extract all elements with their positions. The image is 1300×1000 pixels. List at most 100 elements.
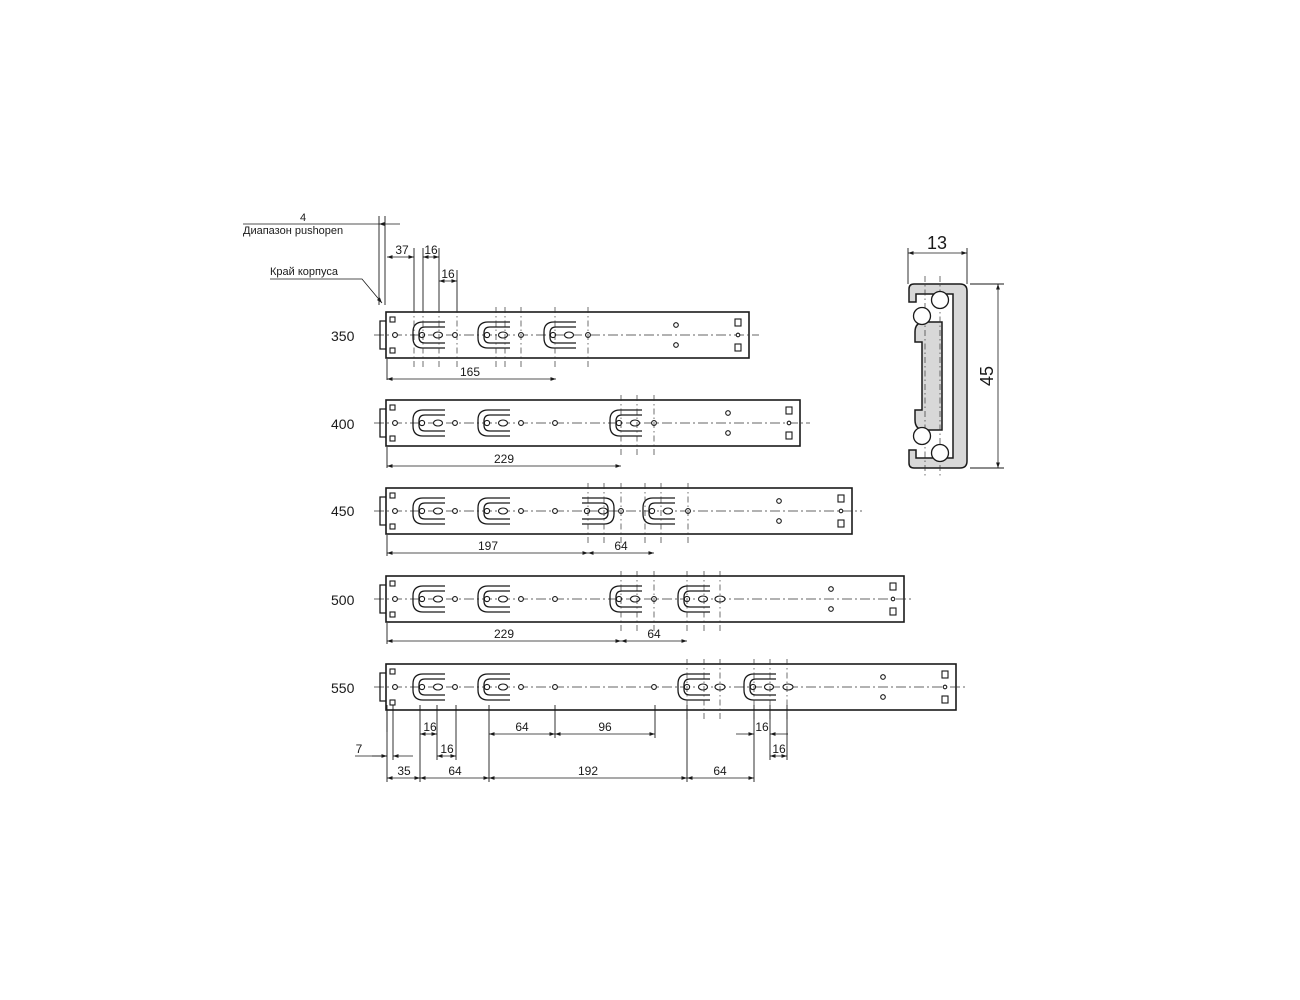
dim-b7: 7	[356, 742, 363, 756]
rail-front-tab	[379, 584, 386, 614]
rear-hole	[828, 586, 834, 592]
rear-square-hole	[941, 670, 949, 679]
bracket-slot	[763, 683, 775, 691]
bracket-slot	[697, 595, 709, 603]
front-hole	[392, 596, 398, 602]
rail-front-tab	[379, 320, 386, 350]
bracket-hole	[583, 507, 591, 515]
bottom-dimensions: 16 64 96 16 16 7 16 35 64 192 64	[355, 705, 788, 782]
profile-inner-rail	[914, 321, 943, 431]
front-square-hole	[389, 404, 396, 411]
bracket-hole	[549, 331, 557, 339]
screw-hole	[552, 508, 558, 514]
screw-hole	[452, 684, 458, 690]
profile-height: 45	[977, 366, 997, 386]
bracket-slot	[497, 331, 509, 339]
front-square-hole	[389, 668, 396, 675]
bracket-hole	[648, 507, 656, 515]
bracket-slot	[629, 419, 641, 427]
rear-hole	[673, 342, 679, 348]
bracket-slot	[662, 507, 674, 515]
cabinet-edge-note: Край корпуса	[270, 266, 383, 304]
rail-length-500: 500	[331, 592, 355, 608]
rear-square-hole	[837, 519, 845, 528]
rear-pin	[786, 420, 792, 426]
bracket-slot	[563, 331, 575, 339]
rail-front-tab	[379, 672, 386, 702]
screw-hole	[518, 596, 524, 602]
bracket-slot	[497, 419, 509, 427]
dim-37: 37	[395, 243, 409, 257]
bracket-hole	[483, 683, 491, 691]
rail-5	[374, 659, 966, 732]
profile-outer-rail	[908, 283, 968, 469]
profile-ball-bottom-left	[912, 426, 932, 446]
cabinet-edge-leader	[270, 278, 383, 304]
screw-hole	[518, 684, 524, 690]
front-hole	[392, 420, 398, 426]
rear-square-hole	[889, 607, 897, 616]
bracket-hole	[483, 595, 491, 603]
dim-b64b: 64	[448, 764, 462, 778]
screw-hole	[452, 596, 458, 602]
rear-hole	[725, 430, 731, 436]
screw-hole	[552, 684, 558, 690]
profile-ball-bottom-right	[930, 443, 950, 463]
dim-64b: 64	[647, 627, 661, 641]
screw-hole	[651, 684, 657, 690]
bracket-slot	[432, 683, 444, 691]
rail-dimensions: 165 229 197 64 229 64	[387, 365, 687, 643]
bracket-hole	[483, 419, 491, 427]
pushopen-value: 4	[300, 212, 306, 224]
rear-hole	[828, 606, 834, 612]
screw-hole	[552, 596, 558, 602]
rail-length-400: 400	[331, 416, 355, 432]
rails	[374, 307, 966, 732]
bracket-slot	[432, 507, 444, 515]
top-dimensions: 37 16 16	[387, 243, 458, 312]
rear-square-hole	[837, 494, 845, 503]
dim-b192: 192	[578, 764, 598, 778]
rear-square-hole	[785, 431, 793, 440]
rear-square-hole	[941, 695, 949, 704]
pushopen-note: 4 Диапазон pushopen	[243, 212, 400, 305]
profile-ball-top-left	[912, 306, 932, 326]
rail-length-labels: 350 400 450 500 550	[331, 328, 355, 696]
bracket-slot	[697, 683, 709, 691]
rear-square-hole	[734, 318, 742, 327]
rear-hole	[673, 322, 679, 328]
rear-hole	[880, 674, 886, 680]
dim-16a: 16	[424, 243, 438, 257]
dim-165: 165	[460, 365, 480, 379]
bracket-hole	[483, 331, 491, 339]
front-square-hole	[389, 580, 396, 587]
rear-pin	[735, 332, 741, 338]
front-square-hole	[389, 347, 396, 354]
bracket-slot	[497, 595, 509, 603]
dim-b96: 96	[598, 720, 612, 734]
bracket-slot	[497, 507, 509, 515]
dim-b64a: 64	[515, 720, 529, 734]
rail-length-350: 350	[331, 328, 355, 344]
front-hole	[392, 332, 398, 338]
front-square-hole	[389, 523, 396, 530]
rear-square-hole	[889, 582, 897, 591]
dim-229b: 229	[494, 627, 514, 641]
bracket-hole	[615, 595, 623, 603]
rail-2	[374, 395, 810, 468]
dim-229a: 229	[494, 452, 514, 466]
rear-pin	[942, 684, 948, 690]
screw-hole	[452, 420, 458, 426]
rail-length-550: 550	[331, 680, 355, 696]
bracket-hole	[749, 683, 757, 691]
screw-hole	[518, 508, 524, 514]
pushopen-range-label: Диапазон pushopen	[243, 225, 343, 237]
rail-front-tab	[379, 496, 386, 526]
bracket-slot	[432, 331, 444, 339]
rail-front-tab	[379, 408, 386, 438]
bracket-hole	[418, 331, 426, 339]
profile-width: 13	[927, 233, 947, 253]
bracket-hole	[418, 419, 426, 427]
rear-square-hole	[734, 343, 742, 352]
